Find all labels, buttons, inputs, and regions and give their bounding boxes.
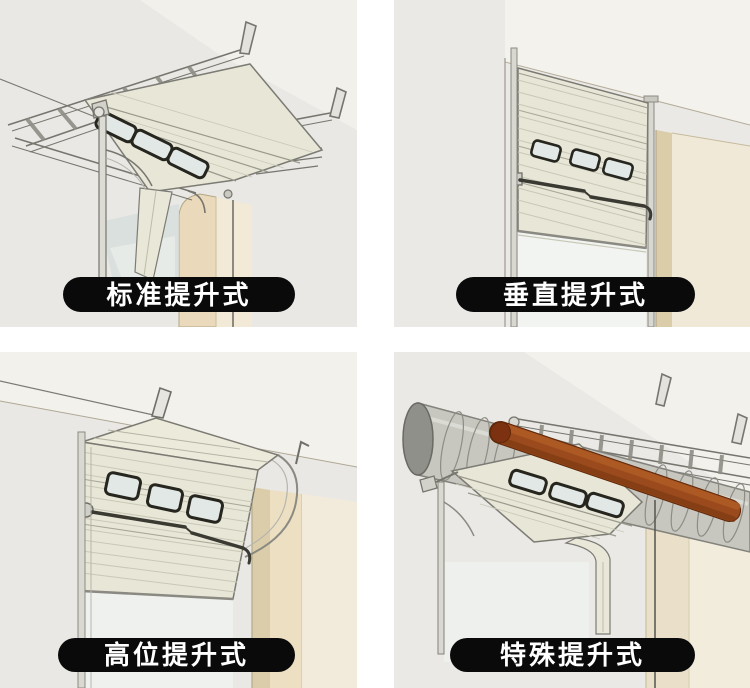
ceiling-area [505, 0, 750, 125]
special-lift-illustration [394, 352, 750, 688]
lift-cable [0, 380, 159, 417]
pennant-bracket [150, 386, 172, 419]
lift-cable [0, 78, 109, 123]
hanger-bracket [295, 440, 310, 465]
high-lift-label: 高位提升式 [58, 638, 295, 672]
door-panel [78, 417, 280, 601]
hanger-bracket-right [731, 412, 748, 445]
pipe-end-cap [489, 421, 512, 444]
door-windows [508, 468, 625, 519]
left-track [77, 431, 86, 688]
hanger-bracket [239, 20, 257, 55]
duct-end-cap [402, 402, 434, 476]
track-roller [223, 189, 233, 199]
panel-high-lift: 高位提升式 [0, 352, 357, 688]
special-lift-label: 特殊提升式 [450, 638, 695, 672]
right-track-cap [643, 95, 659, 103]
door-panel [83, 63, 324, 281]
panel-vertical-lift: 垂直提升式 [394, 0, 750, 327]
wall-corner [655, 130, 750, 327]
vertical-lift-label-text: 垂直提升式 [502, 279, 648, 310]
ceiling-edge [504, 61, 750, 126]
hanger-bracket [655, 372, 672, 407]
ceiling-area [524, 352, 750, 502]
cable-pulley [93, 106, 105, 118]
door-front-section [564, 537, 611, 635]
panel-standard-lift: 标准提升式 [0, 0, 357, 327]
obstruction-pipe [488, 421, 742, 523]
special-lift-label-text: 特殊提升式 [499, 640, 645, 670]
left-track [510, 47, 518, 327]
vertical-track-post [419, 471, 475, 655]
panel-special-lift: 特殊提升式 [394, 352, 750, 688]
door-panel [512, 67, 653, 253]
high-lift-label-text: 高位提升式 [103, 640, 249, 670]
standard-lift-label-text: 标准提升式 [106, 279, 252, 310]
standard-lift-label: 标准提升式 [63, 277, 295, 312]
door-windows [530, 139, 634, 181]
vertical-lift-label: 垂直提升式 [456, 277, 695, 312]
door-windows [104, 471, 224, 524]
hanger-bracket-right [329, 86, 347, 119]
ceiling-area [0, 352, 357, 467]
curved-track [241, 454, 299, 558]
